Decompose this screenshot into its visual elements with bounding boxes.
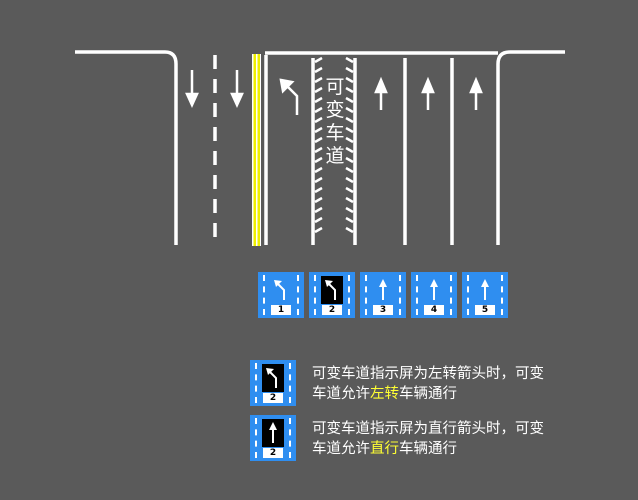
label-char: 变 <box>325 99 345 121</box>
label-char: 可 <box>325 76 345 98</box>
lane-number: 3 <box>373 305 393 315</box>
dashed-line <box>289 418 291 458</box>
lane-number: 2 <box>263 448 283 458</box>
down-arrow-icon <box>230 70 244 109</box>
lane-indicator-panel: 2 <box>250 360 296 406</box>
dashed-line <box>365 275 367 315</box>
dashed-line <box>450 275 452 315</box>
highlight-text: 左转 <box>370 386 399 402</box>
lane-indicator-panel: 2 <box>309 272 355 318</box>
lane-indicator-panel: 4 <box>411 272 457 318</box>
straight-arrow-icon <box>474 276 496 304</box>
dashed-line <box>297 275 299 315</box>
lane-indicator-panel: 1 <box>258 272 304 318</box>
legend-line: 车道允许直行车辆通行 <box>312 439 612 459</box>
legend-text-left-turn: 可变车道指示屏为左转箭头时，可变 车道允许左转车辆通行 <box>312 364 612 404</box>
straight-arrow-icon <box>372 276 394 304</box>
label-char: 车 <box>325 122 345 144</box>
lane-number: 2 <box>322 305 342 315</box>
dashed-line <box>416 275 418 315</box>
right-curb <box>496 50 565 245</box>
straight-arrow-icon <box>374 76 388 110</box>
lane-number: 1 <box>271 305 291 315</box>
variable-lane-hatch <box>314 56 354 234</box>
dashed-line <box>255 363 257 403</box>
dashed-line <box>255 418 257 458</box>
dashed-line <box>348 275 350 315</box>
dashed-line <box>501 275 503 315</box>
straight-arrow-icon <box>262 419 284 447</box>
lane-number: 2 <box>263 393 283 403</box>
left-turn-arrow-icon <box>321 276 343 304</box>
text: 车辆通行 <box>399 441 457 457</box>
label-char: 道 <box>325 145 345 167</box>
left-turn-arrow-icon <box>262 364 284 392</box>
lane-number: 5 <box>475 305 495 315</box>
legend-text-straight: 可变车道指示屏为直行箭头时，可变 车道允许直行车辆通行 <box>312 419 612 459</box>
legend-line: 可变车道指示屏为左转箭头时，可变 <box>312 366 544 382</box>
legend-line: 可变车道指示屏为直行箭头时，可变 <box>312 421 544 437</box>
lane-indicator-panel: 2 <box>250 415 296 461</box>
straight-arrow-icon <box>423 276 445 304</box>
lane-indicator-panel: 5 <box>462 272 508 318</box>
down-arrow-icon <box>185 70 199 109</box>
dashed-line <box>399 275 401 315</box>
legend-line: 车道允许左转车辆通行 <box>312 384 612 404</box>
highlight-text: 直行 <box>370 441 399 457</box>
text: 车道允许 <box>312 441 370 457</box>
dashed-line <box>263 275 265 315</box>
variable-lane-label: 可 变 车 道 <box>324 76 346 168</box>
lane-number: 4 <box>424 305 444 315</box>
dashed-line <box>289 363 291 403</box>
yellow-double-line <box>252 54 261 246</box>
left-curb <box>75 50 178 245</box>
text: 车辆通行 <box>399 386 457 402</box>
text: 车道允许 <box>312 386 370 402</box>
straight-arrow-icon <box>421 76 435 110</box>
dashed-line <box>314 275 316 315</box>
lane-indicator-panel: 3 <box>360 272 406 318</box>
left-turn-arrow-icon <box>270 276 292 304</box>
straight-arrow-icon <box>469 76 483 110</box>
dashed-line <box>467 275 469 315</box>
left-turn-arrow-icon <box>279 78 299 115</box>
